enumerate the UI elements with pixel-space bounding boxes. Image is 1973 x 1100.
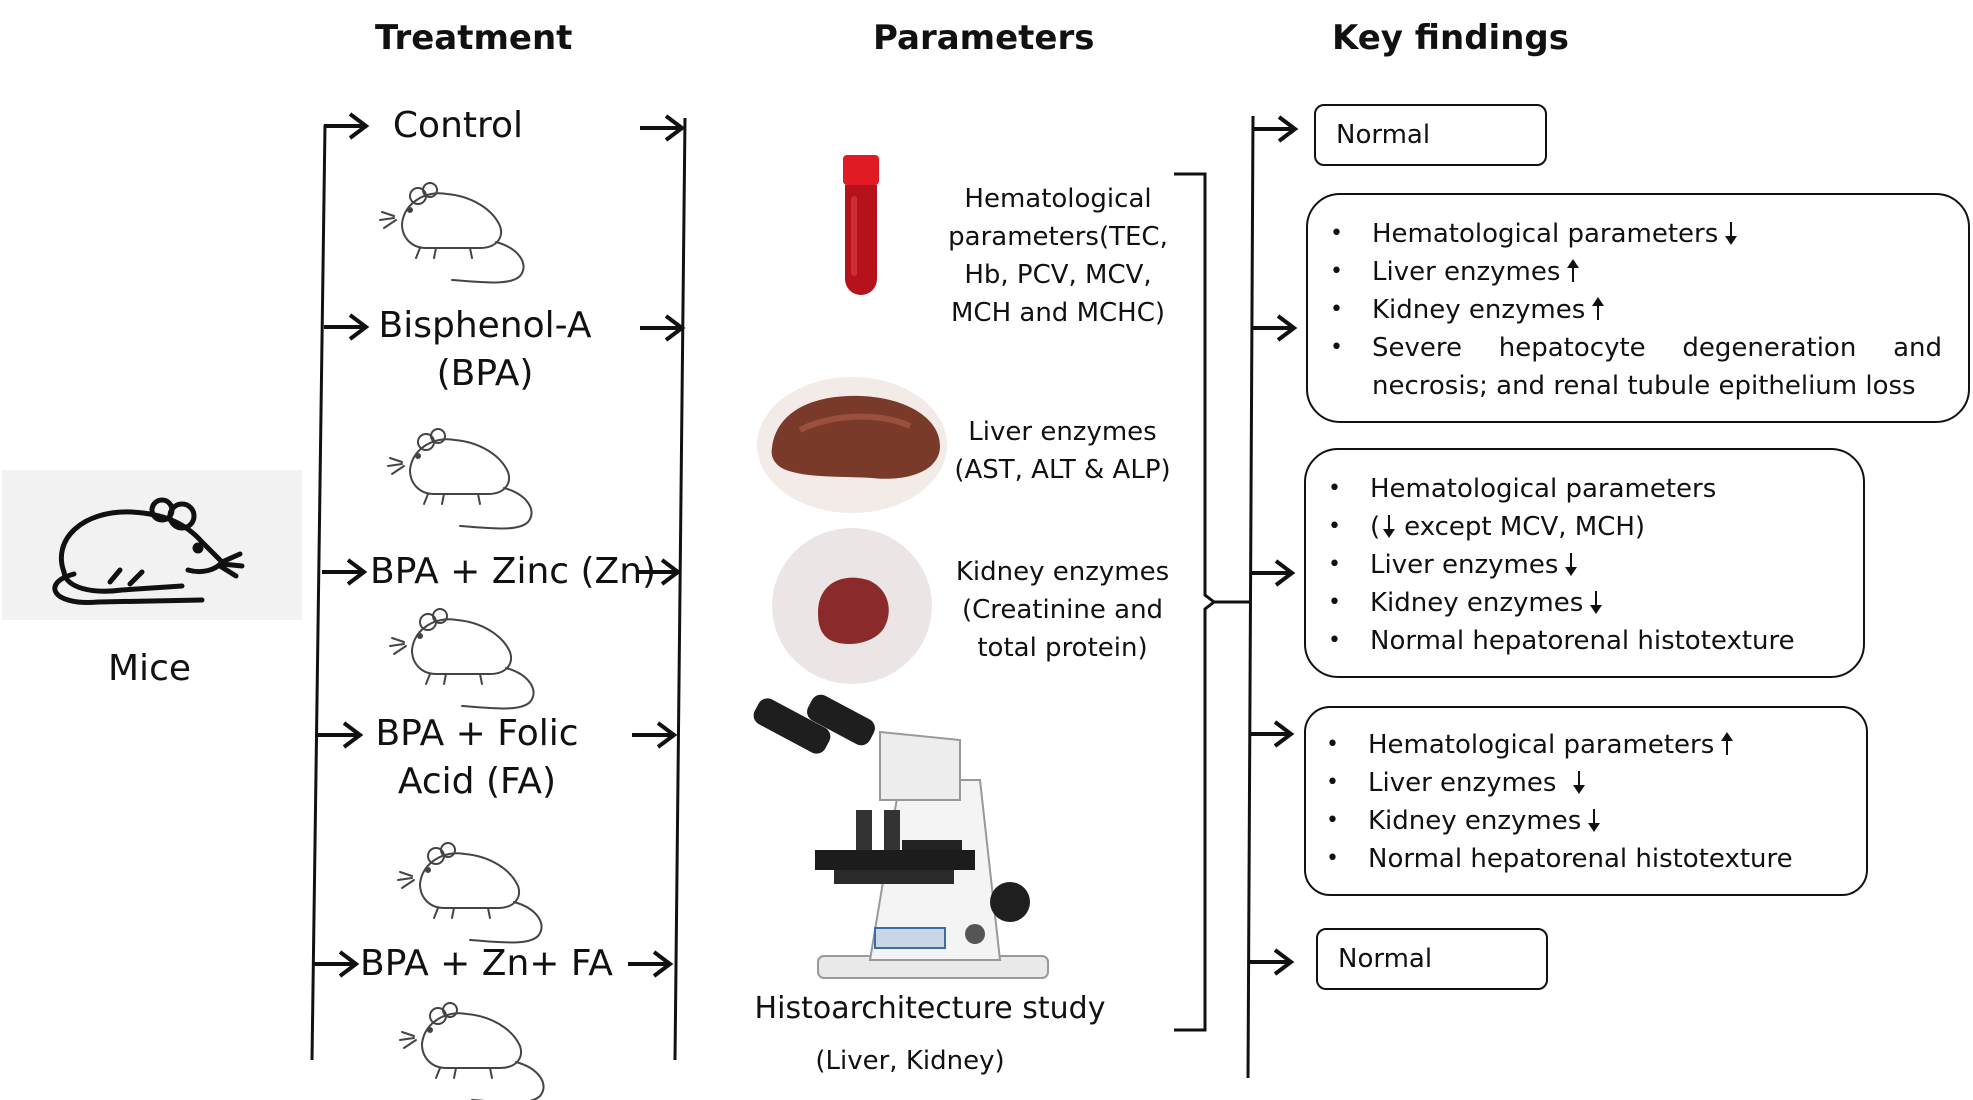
param-hematological: Hematological parameters(TEC, Hb, PCV, M… [948, 184, 1168, 328]
arrow-down-icon [1573, 771, 1586, 794]
finding-bpa-zn-fa: Normal [1316, 928, 1548, 990]
finding-bpa-fa-item: Kidney enzymes [1312, 802, 1856, 840]
rat-bpa-zn-fa [399, 1002, 545, 1100]
param-liver: Liver enzymes (AST, ALT & ALP) [954, 417, 1171, 485]
arrow-up-icon [1592, 297, 1605, 320]
finding-bpa-fa-item: Liver enzymes [1312, 764, 1856, 802]
treatment-left-line [310, 124, 327, 1061]
finding-bpa: Hematological parameters Liver enzymes K… [1306, 193, 1970, 423]
rat-control [379, 182, 525, 284]
parameters-bracket [1174, 172, 1217, 1032]
rat-bpa-fa [397, 842, 543, 944]
arrow-down-icon [1588, 809, 1601, 832]
finding-bpa-item: Hematological parameters [1316, 215, 1942, 253]
treatment-bpa-zinc: BPA + Zinc (Zn) [370, 551, 657, 592]
finding-bpa-fa-item: Normal hepatorenal histotexture [1312, 840, 1856, 878]
param-kidney: Kidney enzymes (Creatinine and total pro… [955, 557, 1170, 663]
arrow-down-icon [1383, 515, 1396, 538]
liver-icon [757, 377, 947, 513]
treatment-right-line [673, 117, 687, 1061]
treatment-bpa: Bisphenol-A (BPA) [378, 305, 592, 394]
finding-bpa-fa-item: Hematological parameters [1312, 726, 1856, 764]
arrow-up-icon [1567, 259, 1580, 282]
treatment-bpa-zn-fa: BPA + Zn+ FA [360, 943, 613, 984]
mice-label: Mice [108, 648, 192, 689]
rat-bpa-zn [389, 608, 535, 710]
treatment-control: Control [392, 105, 524, 146]
finding-bpa-zn-item: Liver enzymes [1314, 546, 1853, 584]
treatment-bpa-folic-acid: BPA + Folic Acid (FA) [375, 713, 579, 802]
rat-bpa [387, 428, 533, 530]
header-parameters: Parameters [873, 18, 1095, 58]
param-histoarchitecture-sub: (Liver, Kidney) [815, 1046, 1005, 1076]
header-key-findings: Key findings [1332, 18, 1569, 58]
finding-bpa-item: Severe hepatocyte degeneration and necro… [1316, 329, 1942, 405]
finding-bpa-zn: Hematological parameters (except MCV, MC… [1304, 448, 1865, 678]
header-treatment: Treatment [375, 18, 573, 58]
finding-bpa-zn-item-cont: (except MCV, MCH) [1314, 508, 1853, 546]
mouse-icon [52, 497, 245, 605]
arrow-down-icon [1725, 222, 1738, 245]
findings-line [1246, 115, 1255, 1079]
finding-bpa-item: Liver enzymes [1316, 253, 1942, 291]
param-histoarchitecture: Histoarchitecture study [754, 991, 1106, 1026]
finding-bpa-zn-item: Kidney enzymes [1314, 584, 1853, 622]
finding-bpa-item: Kidney enzymes [1316, 291, 1942, 329]
blood-tube-icon [843, 155, 879, 295]
kidney-icon [772, 528, 932, 684]
microscope-icon [753, 694, 1049, 979]
arrow-down-icon [1590, 591, 1603, 614]
finding-control: Normal [1314, 104, 1547, 166]
finding-bpa-fa: Hematological parameters Liver enzymes K… [1304, 706, 1868, 896]
arrow-up-icon [1721, 732, 1734, 755]
arrow-down-icon [1565, 553, 1578, 576]
finding-bpa-zn-item: Normal hepatorenal histotexture [1314, 622, 1853, 660]
finding-bpa-zn-item: Hematological parameters [1314, 470, 1853, 508]
mice-panel [2, 470, 302, 620]
